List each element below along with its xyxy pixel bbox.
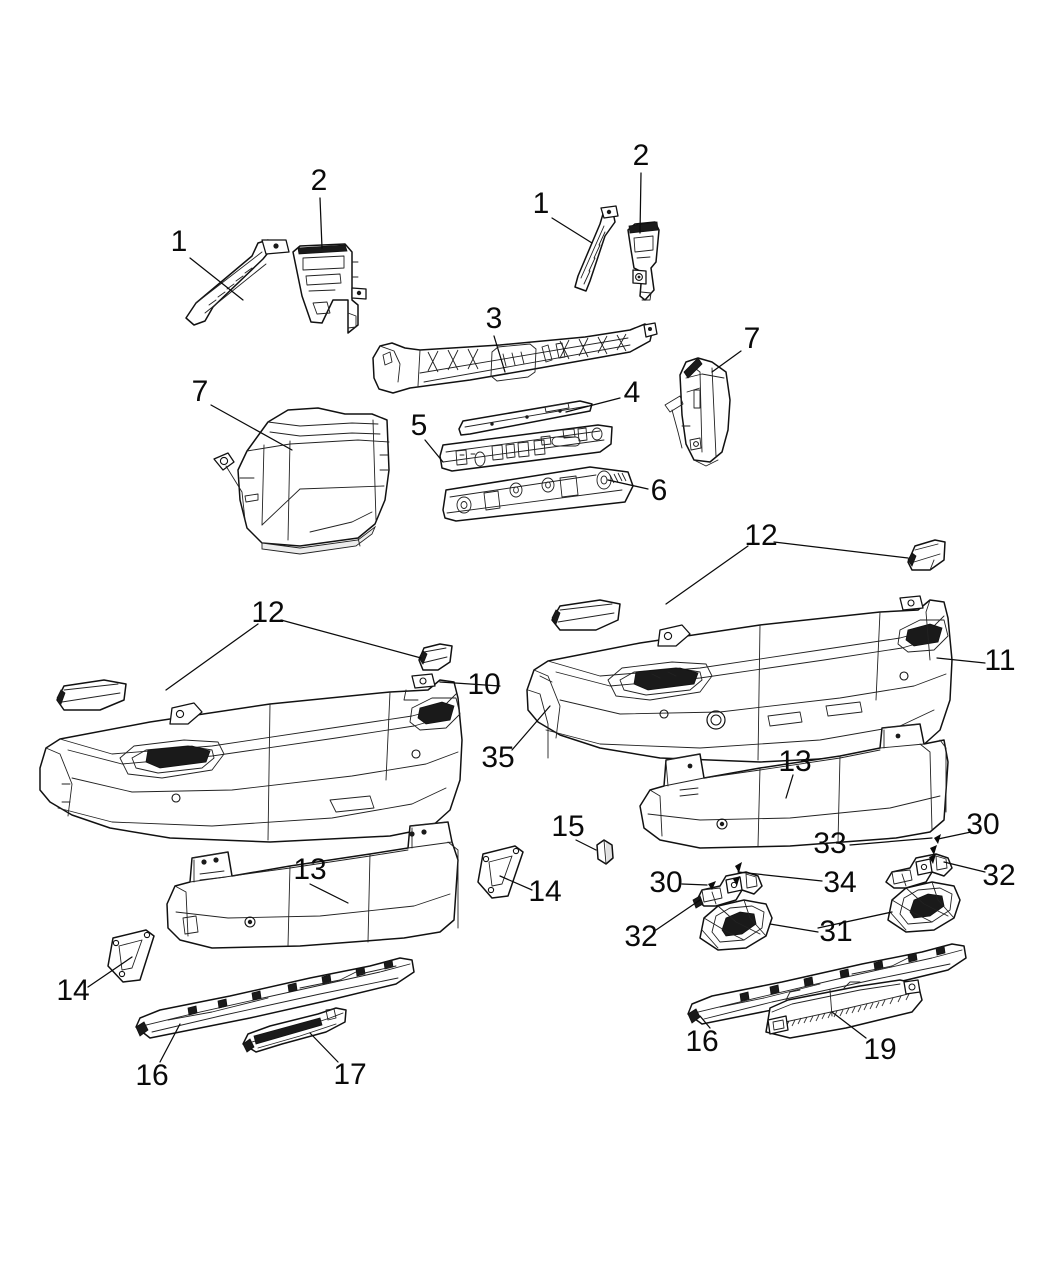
callout-14-upper: 14 (528, 875, 561, 908)
part-13-reinforcement-beam-right (639, 723, 949, 849)
part-7-right-fascia-extension (664, 357, 731, 467)
part-19-step-pad-trim (765, 979, 923, 1039)
part-12-end-cap-mid (551, 599, 621, 631)
callout-13-left: 13 (293, 853, 326, 886)
callout-30-right: 30 (966, 808, 999, 841)
part-31-exhaust-bezel-right (887, 881, 961, 933)
callout-11: 11 (984, 644, 1015, 677)
part-12-end-cap-mid-left (418, 643, 453, 671)
callout-1-right: 1 (533, 187, 550, 220)
callout-16-right: 16 (685, 1025, 718, 1058)
callout-17: 17 (333, 1058, 366, 1091)
callout-14-lower: 14 (56, 974, 89, 1007)
part-4-reinforcement-strip (458, 400, 593, 436)
callout-6: 6 (651, 474, 668, 507)
part-15-grommet-plug (596, 839, 614, 865)
callout-2-right: 2 (633, 139, 650, 172)
part-2-right-side-bracket (627, 221, 660, 301)
callout-16-left: 16 (135, 1059, 168, 1092)
part-1-left-bracket (185, 239, 290, 326)
callout-31: 31 (819, 915, 852, 948)
callout-labels: 1 2 1 2 3 7 7 4 5 6 12 12 11 10 35 13 15… (56, 139, 1015, 1092)
callout-13-right: 13 (778, 745, 811, 778)
callout-35: 35 (481, 741, 514, 774)
callout-15: 15 (551, 810, 584, 843)
part-12-end-cap-upper-right (907, 539, 946, 571)
callout-7-right: 7 (744, 322, 761, 355)
part-2-left-side-bracket (292, 243, 367, 334)
part-14-gusset-plate-lower (107, 929, 155, 983)
part-17-applique-trim (242, 1007, 347, 1053)
part-14-gusset-plate-upper (477, 845, 524, 899)
callout-32-right: 32 (982, 859, 1015, 892)
callout-32-left: 32 (624, 920, 657, 953)
part-35-fascia-lower-corner (527, 675, 553, 759)
part-5-upper-closeout-panel (439, 424, 613, 472)
part-6-lower-closeout-panel (442, 466, 634, 522)
leader-lines (87, 172, 986, 1063)
callout-12-lower: 12 (251, 596, 284, 629)
part-3-upper-support-beam (372, 322, 658, 394)
part-11-rear-fascia-right (526, 595, 953, 763)
part-16-valance-molding-right (687, 943, 967, 1025)
callout-4: 4 (624, 376, 641, 409)
callout-1-left: 1 (171, 225, 188, 258)
callout-12-upper: 12 (744, 519, 777, 552)
callout-7-left: 7 (192, 375, 209, 408)
part-16-valance-molding-left (135, 957, 415, 1039)
part-32-support-bracket-right (885, 853, 953, 889)
callout-34: 34 (823, 866, 856, 899)
callout-33: 33 (813, 827, 846, 860)
part-31-exhaust-bezel-left (699, 899, 773, 951)
callout-2-left: 2 (311, 164, 328, 197)
part-7-left-fascia-extension (213, 407, 390, 555)
callout-3: 3 (486, 302, 503, 335)
callout-5: 5 (411, 409, 428, 442)
callout-19: 19 (863, 1033, 896, 1066)
callout-10: 10 (467, 668, 500, 701)
part-1-right-bracket (574, 205, 619, 292)
callout-30-left: 30 (649, 866, 682, 899)
part-12-end-cap-left (56, 679, 127, 711)
part-10-rear-fascia-left (39, 673, 463, 843)
